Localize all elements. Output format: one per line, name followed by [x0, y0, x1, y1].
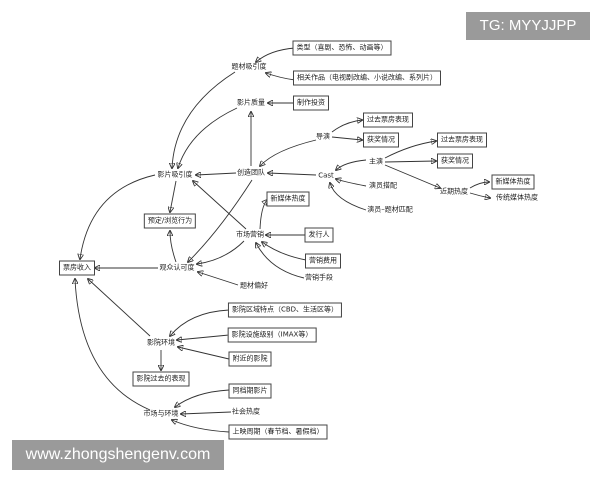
edge-same-period-to-market — [175, 389, 230, 407]
edge-area-to-env — [170, 309, 230, 336]
node-genre: 类型（喜剧、恐怖、动画等） — [292, 40, 392, 56]
edge-genre-to-topic-appeal — [256, 47, 296, 62]
edge-preference-to-recognition — [198, 272, 239, 286]
node-cinema-environment: 影院环境 — [147, 338, 175, 347]
edge-film-appeal-to-booking — [170, 180, 177, 212]
edge-env-to-box-office — [88, 279, 151, 337]
edge-related-to-topic-appeal — [266, 73, 296, 81]
node-cinema-facility: 影院设施级别（IMAX等） — [227, 327, 317, 343]
edge-marketing-to-film-appeal — [193, 181, 247, 230]
node-box-office: 票房收入 — [59, 260, 95, 276]
edge-pairing-to-cast — [336, 179, 367, 187]
node-marketing-cost: 营销费用 — [305, 253, 341, 269]
node-creative-team: 创造团队 — [237, 168, 265, 177]
edge-lead-to-past-box — [384, 141, 436, 159]
node-cast-pairing: 演员搭配 — [369, 181, 397, 190]
edge-team-to-film-appeal — [196, 173, 237, 175]
edge-match-to-cast — [330, 183, 367, 211]
node-film-quality: 影片质量 — [237, 98, 265, 107]
node-booking-browsing: 预定/浏览行为 — [143, 213, 197, 229]
edge-cost-to-marketing — [262, 242, 307, 261]
edge-lead-to-awards — [384, 161, 436, 162]
node-new-media-popularity-actor: 新媒体热度 — [491, 174, 535, 190]
node-director-awards: 获奖情况 — [363, 132, 399, 148]
node-actor-awards: 获奖情况 — [437, 153, 473, 169]
edge-facility-to-env — [177, 334, 230, 340]
watermark-bottom-left: www.zhongshengenv.com — [12, 440, 224, 470]
edge-director-to-past-box — [331, 120, 362, 133]
node-market-environment: 市场与环境 — [143, 409, 179, 418]
node-actor-past-box-office: 过去票房表现 — [437, 132, 487, 148]
edge-release-to-market — [172, 420, 230, 433]
node-social-popularity: 社会热度 — [232, 407, 260, 416]
node-nearby-cinemas: 附近的影院 — [228, 351, 272, 367]
node-director: 导演 — [316, 132, 330, 141]
node-new-media-popularity-marketing: 新媒体热度 — [266, 191, 310, 207]
edge-quality-to-film-appeal — [178, 107, 238, 168]
node-same-period-films: 同档期影片 — [228, 383, 272, 399]
node-lead-actor: 主演 — [369, 157, 383, 166]
edge-lead-to-cast — [336, 159, 367, 170]
edge-market-to-box-office — [75, 279, 151, 411]
edge-nearby-to-env — [178, 347, 230, 360]
edge-methods-to-marketing — [256, 243, 305, 279]
node-topic-appeal: 题材吸引度 — [231, 62, 267, 71]
node-recent-popularity: 近期热度 — [440, 187, 468, 196]
node-related-works: 相关作品（电视剧改编、小说改编、系列片） — [293, 70, 441, 86]
node-audience-recognition: 观众认可度 — [159, 263, 195, 272]
edge-recognition-to-booking — [170, 231, 177, 263]
node-cinema-area: 影院区域特点（CBD、生活区等） — [227, 302, 343, 318]
edge-marketing-to-new-media — [259, 200, 267, 230]
edge-director-to-awards — [331, 137, 362, 140]
edge-marketing-to-recognition — [197, 240, 245, 264]
edge-recent-to-traditional — [469, 192, 490, 198]
node-director-past-box-office: 过去票房表现 — [363, 112, 413, 128]
node-traditional-media-popularity: 传统媒体热度 — [496, 193, 538, 202]
edge-topic-appeal-to-film-appeal — [172, 71, 236, 168]
edge-lead-to-recent — [384, 164, 440, 188]
node-distributor: 发行人 — [304, 227, 334, 243]
edge-director-to-team — [260, 139, 317, 166]
node-cinema-past-performance: 影院过去的表现 — [132, 371, 190, 387]
node-marketing-methods: 营销手段 — [305, 273, 333, 282]
node-production-investment: 制作投资 — [293, 95, 329, 111]
node-release-period: 上映周期（春节档、暑假档） — [228, 424, 328, 440]
edge-social-to-market — [181, 412, 232, 414]
node-marketing: 市场营销 — [236, 230, 264, 239]
edge-team-to-recognition — [188, 179, 253, 262]
node-topic-preference: 题材偏好 — [240, 281, 268, 290]
edge-recent-to-new-media — [469, 182, 489, 189]
node-film-appeal: 影片吸引度 — [157, 170, 193, 179]
watermark-top-right: TG: MYYJJPP — [466, 12, 590, 40]
edge-film-appeal-to-box-office — [80, 174, 156, 259]
node-cast: Cast — [318, 171, 334, 180]
edge-cast-to-team — [268, 173, 317, 175]
node-actor-topic-match: 演员–题材匹配 — [367, 205, 413, 214]
